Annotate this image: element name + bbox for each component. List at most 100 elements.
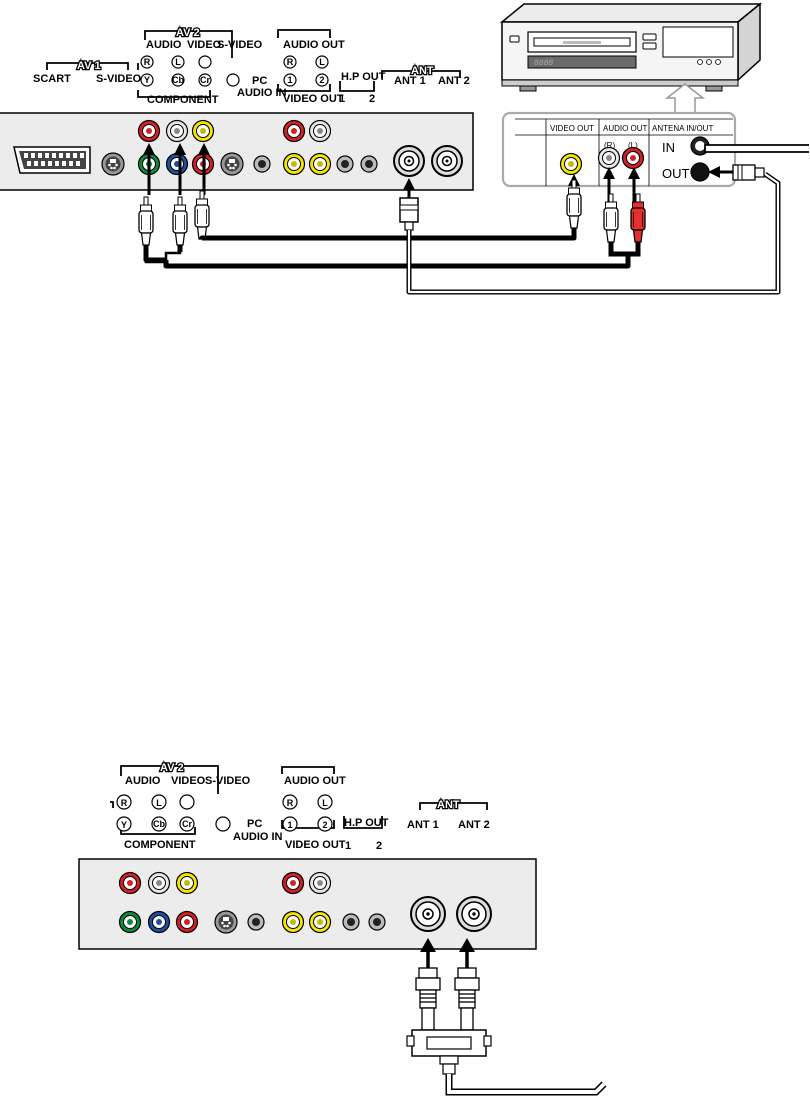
label-hp-2: 2 — [369, 93, 375, 105]
legend-text-out-1: 1 — [287, 75, 292, 85]
legend-text-out-2: 2 — [319, 75, 324, 85]
legend-jack-out-r — [282, 794, 298, 810]
vcr: 8888 — [499, 2, 763, 92]
arrow-up-icon — [459, 938, 475, 952]
hp-out-jack-2 — [360, 155, 378, 173]
svideo-jack-av1 — [101, 152, 125, 176]
antenna-splitter — [406, 1029, 492, 1075]
label-hp-out: H.P OUT — [344, 817, 389, 829]
legend-jack-l — [171, 55, 185, 69]
legend-text-r: R — [121, 798, 128, 808]
label-audio: AUDIO — [146, 39, 182, 51]
label-ant1: ANT 1 — [407, 819, 439, 831]
vcr-label-out: OUT — [662, 166, 690, 181]
label-audio-out: AUDIO OUT — [283, 39, 345, 51]
rca-plug — [138, 196, 154, 246]
legend-text-out-r: R — [287, 798, 294, 808]
ant2-connector — [431, 145, 463, 177]
rca-plug — [172, 196, 188, 246]
legend-jack-cr — [198, 73, 212, 87]
arrow-up-icon — [143, 143, 155, 155]
jack-video — [175, 871, 199, 895]
label-scart: SCART — [33, 73, 71, 85]
arrow-left-icon — [708, 166, 720, 178]
arrow-up-icon — [403, 178, 415, 190]
vcr-label-video-out: VIDEO OUT — [550, 124, 594, 133]
jack-component-cb — [147, 910, 171, 934]
jack-component-y — [118, 910, 142, 934]
legend-text-r: R — [144, 57, 151, 67]
ant1-connector — [393, 145, 425, 177]
label-hp-1: 1 — [339, 93, 345, 105]
jack-audio-l — [165, 119, 189, 143]
vcr-label-r: (R) — [604, 141, 615, 150]
label-svideo-av2: S-VIDEO — [217, 39, 263, 51]
label-video: VIDEO — [187, 39, 222, 51]
legend-text-out-l: L — [322, 798, 328, 808]
label-hp-2: 2 — [376, 840, 382, 852]
legend-jack-r — [140, 55, 154, 69]
coax-plug-ant1 — [399, 197, 419, 231]
legend-jack-r — [116, 794, 132, 810]
vcr-jack-audio-out-r — [597, 146, 621, 170]
coax-plug-left — [415, 967, 441, 1031]
label-av2: AV 2 — [176, 27, 200, 39]
label-hp-1: 1 — [345, 840, 351, 852]
coax-plug-right — [454, 967, 480, 1031]
vcr-rear-panel: VIDEO OUT AUDIO OUT ANTENA IN/OUT (R) (L… — [501, 111, 737, 188]
arrow-up-icon — [603, 167, 615, 179]
vcr-jack-video-out — [559, 152, 583, 176]
jack-audio-l — [147, 871, 171, 895]
jack-video — [191, 119, 215, 143]
arrow-up-icon — [628, 167, 640, 179]
jack-audio-out-r — [281, 871, 305, 895]
label-pc: PC — [247, 818, 262, 830]
vcr-label-antena: ANTENA IN/OUT — [652, 124, 713, 133]
label-av2: AV 2 — [160, 762, 184, 774]
label-svideo: S-VIDEO — [205, 775, 251, 787]
label-component: COMPONENT — [124, 839, 196, 851]
legend-jack-cb — [151, 816, 167, 832]
zoom-arrow-icon — [664, 83, 706, 114]
legend-text-y: Y — [121, 820, 127, 830]
jack-video-out-2 — [308, 152, 332, 176]
label-video-out: VIDEO OUT — [283, 93, 344, 105]
legend-jack-out-l — [315, 55, 329, 69]
label-av1: AV 1 — [77, 60, 101, 72]
diagram-vcr-connection: AV 1 SCART S-VIDEO AV 2 AUDIO VIDEO S-VI… — [0, 2, 809, 295]
label-audio: AUDIO — [125, 775, 161, 787]
label-ant2: ANT 2 — [438, 75, 470, 87]
antenna-in-cable — [704, 144, 809, 153]
legend-jack-video — [198, 55, 212, 69]
pc-audio-in-jack — [247, 913, 265, 931]
jack-audio-out-l — [308, 119, 332, 143]
hp-out-jack-2 — [368, 913, 386, 931]
ant2-connector — [456, 896, 492, 932]
legend-jack-pc — [215, 816, 231, 832]
legend-text-cb: Cb — [172, 75, 184, 85]
vcr-coax-plug — [732, 164, 765, 181]
legend-text-cr: Cr — [182, 819, 192, 829]
legend-jack-pc — [226, 73, 240, 87]
svideo-jack — [214, 910, 238, 934]
jack-audio-out-r — [282, 119, 306, 143]
legend-jack-out-l — [317, 794, 333, 810]
jack-component-cb — [165, 152, 189, 176]
scart-connector — [13, 146, 91, 174]
vcr-antenna-out — [690, 162, 710, 182]
vcr-label-audio-out: AUDIO OUT — [603, 124, 648, 133]
arrow-up-icon — [198, 143, 210, 155]
rca-plug — [566, 179, 582, 229]
legend-jack-y — [116, 816, 132, 832]
legend-jack-y — [140, 73, 154, 87]
legend-text-out-r: R — [287, 57, 294, 67]
legend-text-out-l: L — [319, 57, 325, 67]
label-pc: PC — [252, 75, 267, 87]
legend-jack-cr — [179, 816, 195, 832]
svideo-jack-av2 — [220, 152, 244, 176]
arrow-up-icon — [420, 938, 436, 952]
label-ant: ANT — [437, 799, 460, 811]
label-component: COMPONENT — [147, 94, 219, 106]
rca-plug — [603, 193, 619, 243]
